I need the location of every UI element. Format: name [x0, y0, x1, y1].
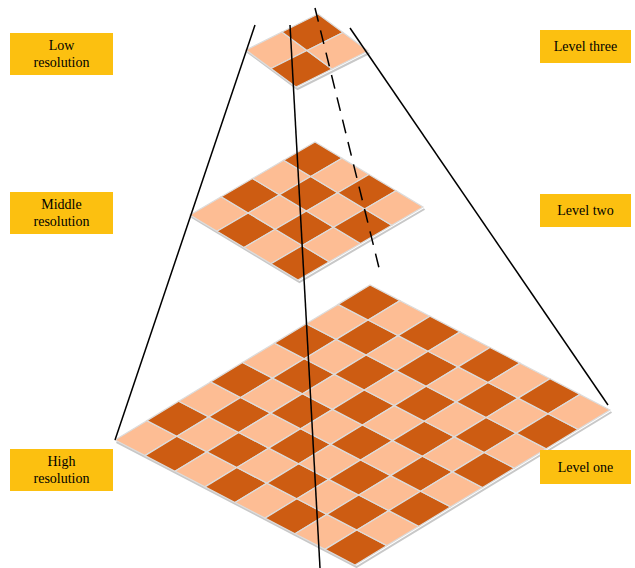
box-label: Middle resolution [22, 196, 101, 230]
grid-cell [365, 191, 423, 226]
high-resolution-grid [115, 285, 612, 567]
box-label: Level two [557, 202, 613, 219]
grid-cell [548, 394, 610, 429]
label-box: Level one [540, 450, 631, 484]
label-box: Low resolution [10, 33, 113, 75]
middle-resolution-grid [190, 142, 425, 282]
box-label: Low resolution [22, 37, 101, 71]
label-box: Level three [540, 30, 631, 63]
grid-cell [307, 33, 368, 70]
pyramid-edge-line [290, 25, 320, 568]
box-label: High resolution [22, 453, 101, 487]
label-box: Level two [540, 194, 631, 227]
box-label: Level three [554, 38, 617, 55]
box-label: Level one [558, 459, 614, 476]
pyramid-edge-line [115, 25, 255, 440]
grid-shadow [117, 412, 612, 567]
dashed-axis-line [315, 8, 381, 276]
label-box: High resolution [10, 449, 113, 491]
low-resolution-grid [246, 14, 370, 89]
label-box: Middle resolution [10, 192, 113, 234]
